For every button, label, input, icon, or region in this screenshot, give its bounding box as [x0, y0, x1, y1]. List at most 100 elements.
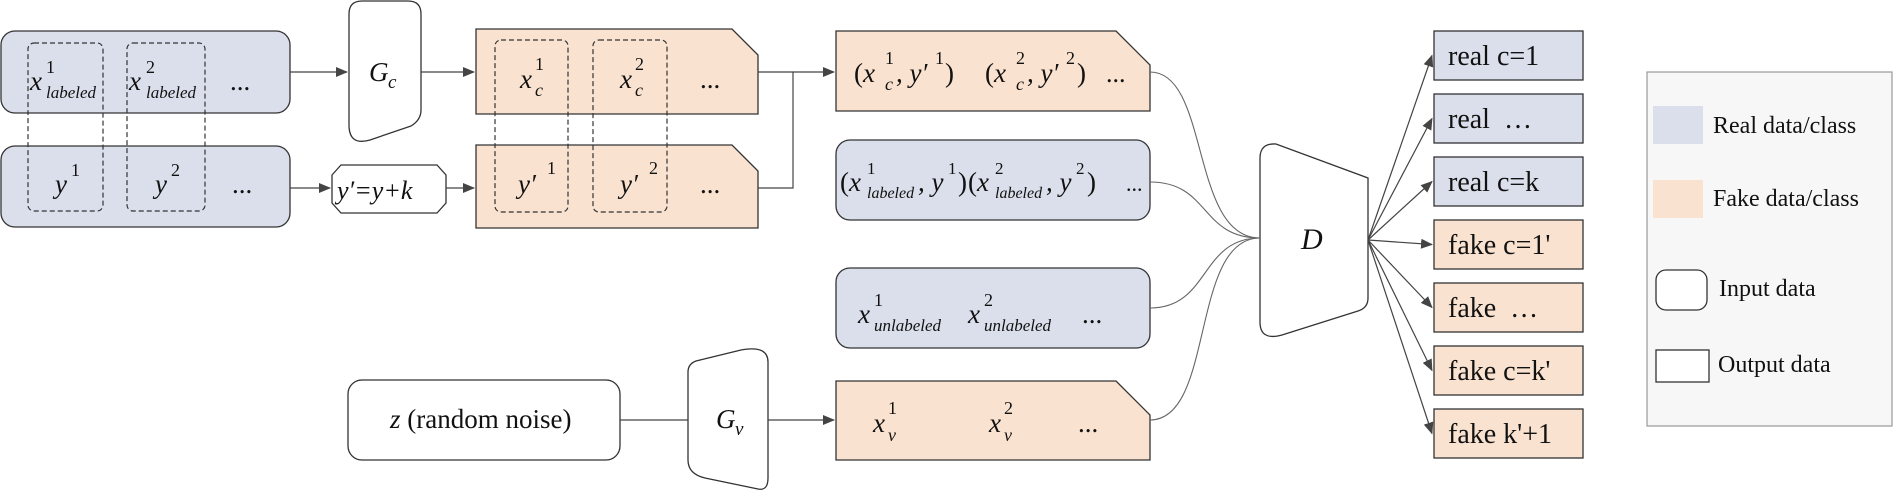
output-class-label: fake k'+1 [1448, 419, 1552, 450]
svg-text:2: 2 [1004, 398, 1013, 418]
output-class-box [1433, 156, 1584, 207]
legend-input-label: Input data [1719, 276, 1816, 302]
svg-text:2: 2 [984, 290, 993, 310]
output-class-box [1433, 93, 1584, 144]
svg-text:x: x [872, 408, 885, 438]
generator-gv: G v [687, 348, 769, 490]
fake-xv-box: x 1 v x 2 v ... [835, 380, 1151, 461]
svg-text:1: 1 [867, 159, 876, 178]
svg-text:c: c [885, 74, 893, 94]
svg-text:1: 1 [874, 290, 883, 310]
y2-var: y [152, 169, 167, 199]
svg-text:unlabeled: unlabeled [984, 316, 1052, 335]
arrow-merge-to-pairs [758, 67, 835, 189]
svg-text:D: D [1300, 223, 1323, 256]
svg-text:v: v [1004, 425, 1012, 445]
legend-real-swatch [1653, 106, 1703, 144]
svg-text:): ) [1087, 167, 1096, 197]
output-class-box [1433, 282, 1584, 333]
output-class-5: fake … [1433, 282, 1584, 333]
output-class-label: fake c=k' [1448, 356, 1550, 387]
svg-text:labeled: labeled [867, 185, 915, 202]
arrow-d-to-output-5 [1367, 239, 1433, 309]
svg-text:c: c [388, 72, 397, 93]
fake-pairs-box: (x 1 c , y′ 1 ) (x 2 c , y′ 2 ) ... [835, 30, 1151, 112]
pair-group-2-dashed [126, 42, 206, 212]
output-class-3: real c=k [1433, 156, 1584, 207]
arrow-d-to-output-6 [1367, 239, 1433, 372]
svg-text:1: 1 [46, 57, 55, 77]
legend-input-swatch [1655, 269, 1708, 311]
legend-output-swatch [1655, 349, 1710, 383]
svg-text:x: x [519, 64, 532, 94]
curve-unlabeled-to-d [1149, 237, 1261, 309]
svg-text:): ) [945, 58, 954, 88]
output-class-label: fake … [1448, 293, 1538, 324]
y1-var: y [52, 169, 67, 199]
svg-text:c: c [1016, 74, 1024, 94]
discriminator-d: D [1259, 143, 1369, 338]
output-class-box [1433, 30, 1584, 81]
svg-text:G: G [716, 404, 736, 434]
curve-fake-xv-to-d [1149, 237, 1261, 421]
svg-text:c: c [535, 80, 543, 100]
svg-text:2: 2 [146, 57, 155, 77]
svg-text:(x: (x [968, 167, 989, 197]
arrow-d-to-output-1 [1367, 54, 1434, 241]
legend-fake-label: Fake data/class [1713, 186, 1859, 212]
svg-text:, y′: , y′ [896, 58, 928, 88]
real-unlabeled-box: x 1 unlabeled x 2 unlabeled ... [835, 267, 1151, 349]
real-pairs-box: (x 1 labeled , y 1 ) (x 2 labeled , y 2 … [835, 139, 1151, 221]
arrow-d-to-output-2 [1367, 117, 1433, 241]
svg-text:labeled: labeled [995, 185, 1043, 202]
svg-text:): ) [1077, 58, 1086, 88]
svg-text:...: ... [700, 64, 720, 94]
svg-text:1: 1 [71, 160, 80, 180]
svg-text:y′: y′ [515, 169, 537, 199]
curve-fake-pairs-to-d [1149, 71, 1261, 239]
legend-output-label: Output data [1718, 352, 1831, 378]
svg-text:, y: , y [918, 167, 944, 197]
output-class-label: real c=k [1448, 167, 1539, 198]
svg-text:labeled: labeled [146, 83, 197, 102]
svg-text:1: 1 [535, 54, 544, 74]
real-label-y-box: y 1 y 2 ... [0, 145, 291, 228]
svg-text:y′: y′ [617, 169, 639, 199]
output-class-6: fake c=k' [1433, 345, 1584, 396]
svg-text:G: G [369, 57, 389, 87]
svg-text:(x: (x [854, 58, 875, 88]
svg-text:y′=y+k: y′=y+k [334, 176, 413, 205]
svg-text:...: ... [230, 66, 250, 96]
svg-text:, y′: , y′ [1027, 58, 1059, 88]
legend-fake-swatch [1653, 180, 1703, 218]
legend: Real data/class Fake data/class Input da… [1646, 71, 1893, 427]
real-labeled-x-box: x 1 labeled x 2 labeled ... [0, 30, 291, 114]
output-class-7: fake k'+1 [1433, 408, 1584, 459]
svg-text:2: 2 [171, 160, 180, 180]
svg-text:): ) [958, 167, 967, 197]
random-noise-box: z (random noise) [347, 379, 621, 461]
svg-text:2: 2 [635, 54, 644, 74]
output-class-box [1433, 345, 1584, 396]
x1-labeled-var: x [29, 66, 42, 96]
svg-text:2: 2 [995, 159, 1004, 178]
svg-text:v: v [888, 425, 896, 445]
svg-text:1: 1 [948, 159, 957, 178]
generator-gc: G c [348, 0, 422, 142]
arrow-d-to-output-3 [1367, 180, 1433, 241]
fake-yprime-box: y′ 1 y′ 2 ... [475, 144, 759, 229]
svg-text:1: 1 [888, 398, 897, 418]
output-class-label: real … [1448, 104, 1532, 135]
curve-real-pairs-to-d [1149, 181, 1261, 239]
svg-text:...: ... [1126, 171, 1143, 196]
output-class-box [1433, 408, 1584, 459]
pair-group-1-dashed [27, 42, 104, 212]
output-class-label: real c=1 [1448, 41, 1539, 72]
svg-text:z (random noise): z (random noise) [389, 404, 571, 434]
svg-text:...: ... [1082, 299, 1102, 329]
svg-text:x: x [967, 299, 980, 329]
svg-text:(x: (x [985, 58, 1006, 88]
output-class-1: real c=1 [1433, 30, 1584, 81]
